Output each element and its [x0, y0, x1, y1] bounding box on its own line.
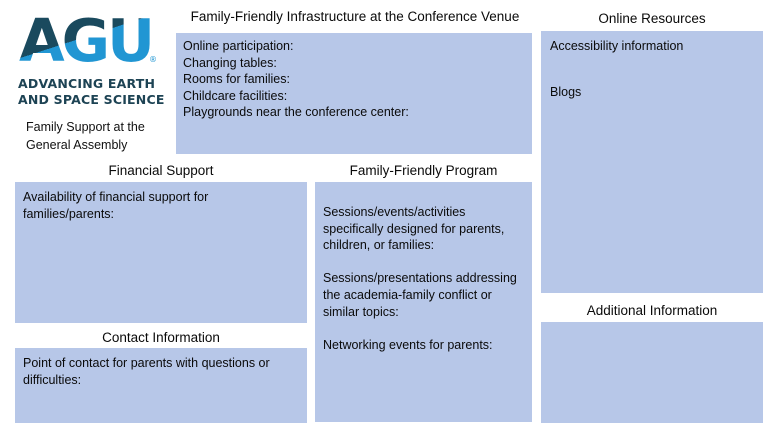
- contact-text: difficulties:: [23, 372, 82, 387]
- slide-subtitle: Family Support at the General Assembly: [26, 119, 145, 154]
- financial-support-text: Availability of financial support for: [23, 190, 209, 204]
- infrastructure-box: Online participation: Changing tables: R…: [176, 33, 532, 154]
- program-paragraph-networking: Networking events for parents:: [323, 337, 493, 352]
- contact-text: Point of contact for parents with questi…: [23, 356, 270, 370]
- agu-tagline-line2: AND SPACE SCIENCE: [18, 91, 165, 107]
- additional-information-box: [541, 322, 763, 423]
- agu-tagline-line1: ADVANCING EARTH: [18, 76, 156, 91]
- infrastructure-item: Playgrounds near the conference center:: [183, 105, 409, 120]
- financial-support-box: Availability of financial support for fa…: [15, 182, 307, 323]
- infrastructure-item: Childcare facilities:: [183, 88, 288, 103]
- infrastructure-item: Changing tables:: [183, 55, 277, 70]
- program-paragraph-sessions-events: Sessions/events/activities specifically …: [323, 205, 505, 253]
- infrastructure-item: Rooms for families:: [183, 72, 290, 87]
- section-title-additional: Additional Information: [586, 303, 718, 318]
- agu-logo: AGU: [19, 6, 155, 75]
- contact-box: Point of contact for parents with questi…: [15, 348, 307, 423]
- online-resources-item-blogs: Blogs: [550, 84, 582, 99]
- section-title-financial-support: Financial Support: [108, 163, 214, 178]
- slide-subtitle-line2: General Assembly: [26, 137, 128, 152]
- infrastructure-item: Online participation:: [183, 39, 294, 53]
- agu-tagline: ADVANCING EARTH AND SPACE SCIENCE: [18, 76, 165, 107]
- section-title-program: Family-Friendly Program: [349, 163, 498, 178]
- slide-subtitle-line1: Family Support at the: [26, 120, 145, 134]
- program-paragraph-presentations: Sessions/presentations addressing the ac…: [323, 271, 517, 319]
- financial-support-text: families/parents:: [23, 206, 115, 221]
- online-resources-box: Accessibility information Blogs: [541, 31, 763, 293]
- section-title-contact: Contact Information: [102, 330, 220, 345]
- section-title-online-resources: Online Resources: [598, 11, 706, 26]
- registered-trademark-icon: ®: [149, 55, 157, 64]
- program-box: Sessions/events/activities specifically …: [315, 182, 532, 422]
- section-title-infrastructure: Family-Friendly Infrastructure at the Co…: [190, 9, 520, 24]
- online-resources-item-accessibility: Accessibility information: [550, 39, 684, 53]
